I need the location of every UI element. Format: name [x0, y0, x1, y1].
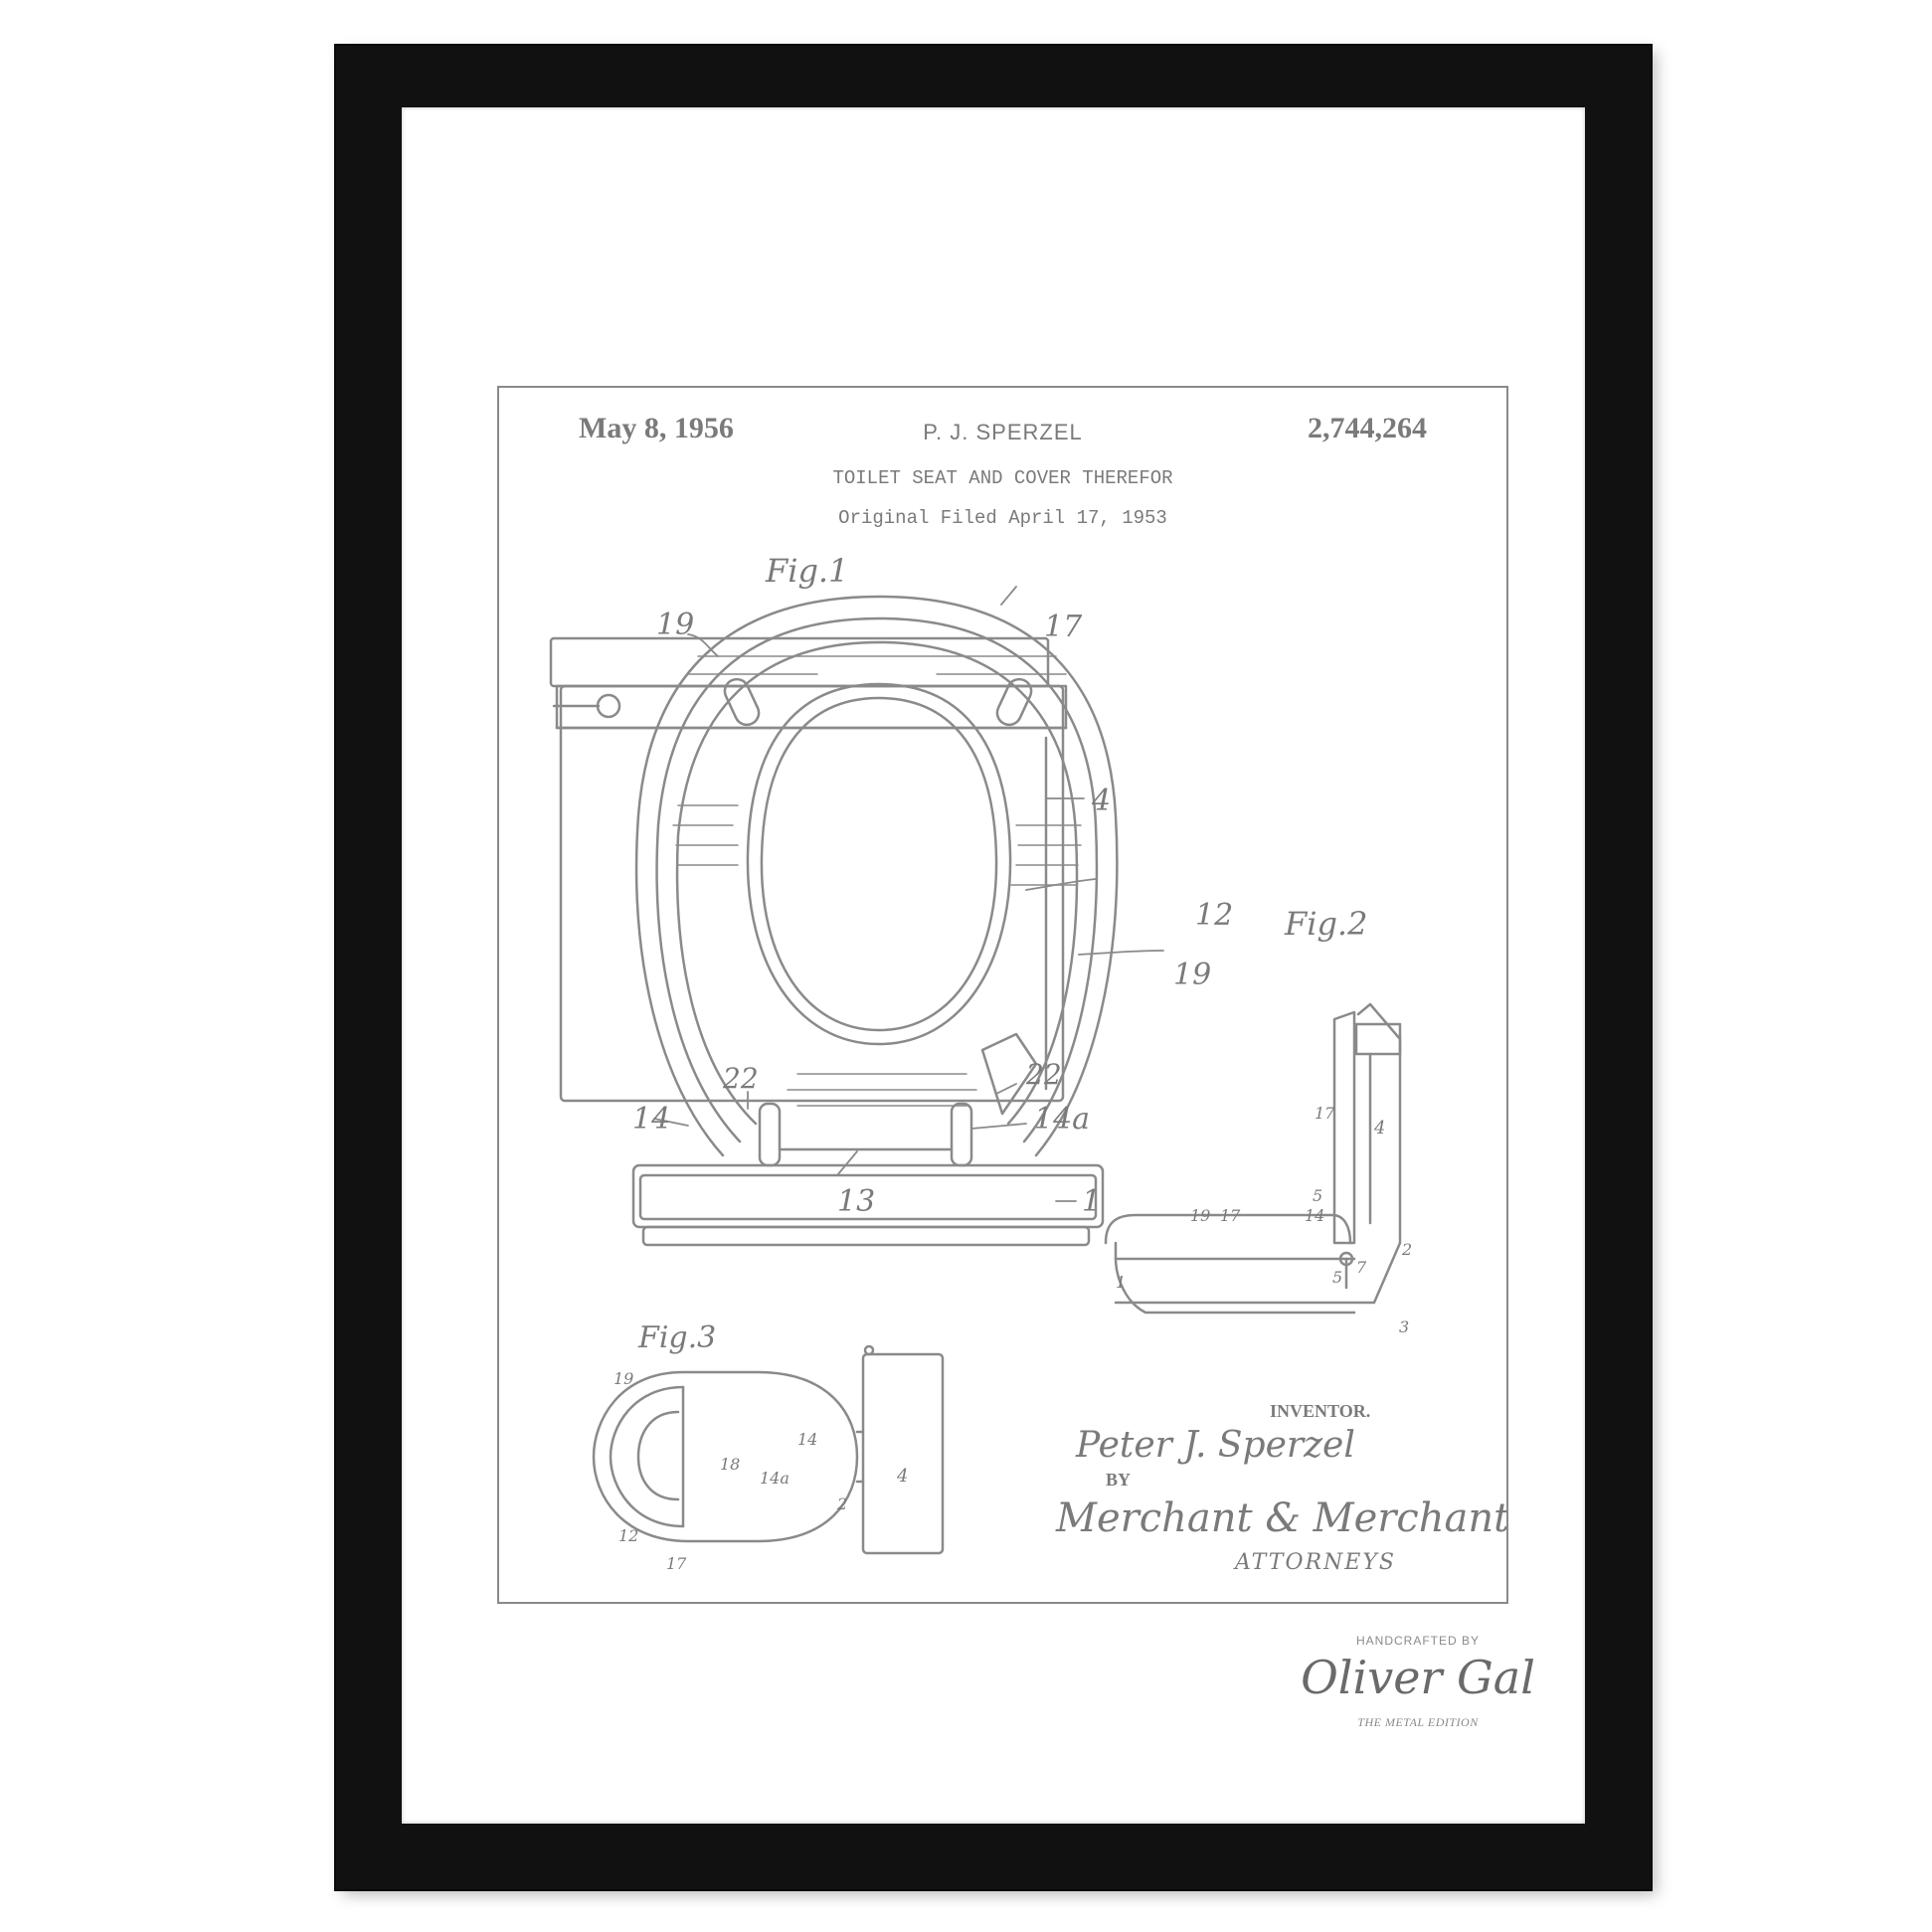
ref-17-fig2b: 17 — [1220, 1206, 1241, 1225]
ref-5-fig2b: 5 — [1332, 1268, 1342, 1287]
inventor-label: INVENTOR. — [1270, 1401, 1370, 1421]
ref-19-a: 19 — [656, 608, 694, 642]
ref-2-fig3: 2 — [836, 1494, 847, 1513]
ref-14-fig3: 14 — [797, 1430, 817, 1449]
fig1-label: Fig.1 — [765, 552, 848, 590]
patent-filed: Original Filed April 17, 1953 — [838, 507, 1167, 529]
patent-title: TOILET SEAT AND COVER THEREFOR — [832, 467, 1173, 489]
ref-4-fig2: 4 — [1373, 1118, 1385, 1139]
ref-17-a: 17 — [1044, 610, 1083, 644]
patent-drawing — [549, 586, 1402, 1555]
ref-17-fig3: 17 — [666, 1554, 687, 1573]
ref-13-a: 13 — [837, 1184, 875, 1219]
ref-22-a: 22 — [722, 1062, 759, 1095]
ref-1-fig2: 1 — [1116, 1273, 1126, 1292]
fig3-label: Fig.3 — [637, 1320, 716, 1355]
by-label: BY — [1106, 1470, 1131, 1490]
ref-4-fig3: 4 — [896, 1466, 908, 1487]
edition-label: THE METAL EDITION — [1357, 1715, 1479, 1729]
handcrafted-by: HANDCRAFTED BY — [1355, 1634, 1480, 1648]
attorneys-signature: Merchant & Merchant — [1055, 1495, 1506, 1541]
patent-sheet: May 8, 1956 P. J. SPERZEL 2,744,264 TOIL… — [497, 386, 1508, 1604]
ref-14-a: 14 — [632, 1102, 670, 1137]
picture-frame: May 8, 1956 P. J. SPERZEL 2,744,264 TOIL… — [336, 46, 1651, 1889]
ref-19-fig3: 19 — [614, 1369, 633, 1388]
fig1-tank — [549, 636, 1068, 1103]
ref-14-fig2: 14 — [1305, 1206, 1324, 1225]
fig3-top-view — [592, 1344, 945, 1555]
ref-2-fig2: 2 — [1401, 1240, 1412, 1259]
ref-4-a: 4 — [1091, 784, 1111, 818]
ref-12-fig3: 12 — [618, 1526, 638, 1545]
patent-date: May 8, 1956 — [579, 412, 734, 444]
attorneys-label: ATTORNEYS — [1233, 1550, 1396, 1575]
ref-7-fig2: 7 — [1356, 1258, 1367, 1277]
ref-14a-a: 14a — [1034, 1102, 1090, 1137]
fig2-label: Fig.2 — [1284, 905, 1367, 943]
patent-inventor-header: P. J. SPERZEL — [923, 420, 1083, 444]
ref-19-fig2: 19 — [1190, 1206, 1210, 1225]
ref-1-a: 1 — [1082, 1184, 1101, 1219]
mat-board: May 8, 1956 P. J. SPERZEL 2,744,264 TOIL… — [402, 107, 1585, 1824]
ref-22-b: 22 — [1025, 1058, 1062, 1091]
fig2-side-view — [1104, 1002, 1402, 1315]
patent-labels: Fig.1 Fig.2 Fig.3 19 17 4 12 19 22 22 14… — [614, 552, 1506, 1575]
ref-5-fig2a: 5 — [1313, 1186, 1322, 1205]
ref-14a-fig3: 14a — [760, 1469, 790, 1488]
ref-19-b: 19 — [1173, 958, 1211, 992]
ref-12-a: 12 — [1195, 898, 1233, 933]
brand-logo: Oliver Gal — [1301, 1651, 1535, 1704]
ref-17-fig2: 17 — [1315, 1104, 1335, 1123]
patent-number: 2,744,264 — [1308, 412, 1427, 444]
ref-18-fig3: 18 — [720, 1455, 740, 1474]
inventor-signature: Peter J. Sperzel — [1075, 1425, 1355, 1466]
fig1-seat — [634, 595, 1119, 1167]
fig1-leaders — [653, 586, 1164, 1202]
ref-3-fig2: 3 — [1399, 1317, 1409, 1336]
fig1-bowl — [631, 1163, 1105, 1247]
